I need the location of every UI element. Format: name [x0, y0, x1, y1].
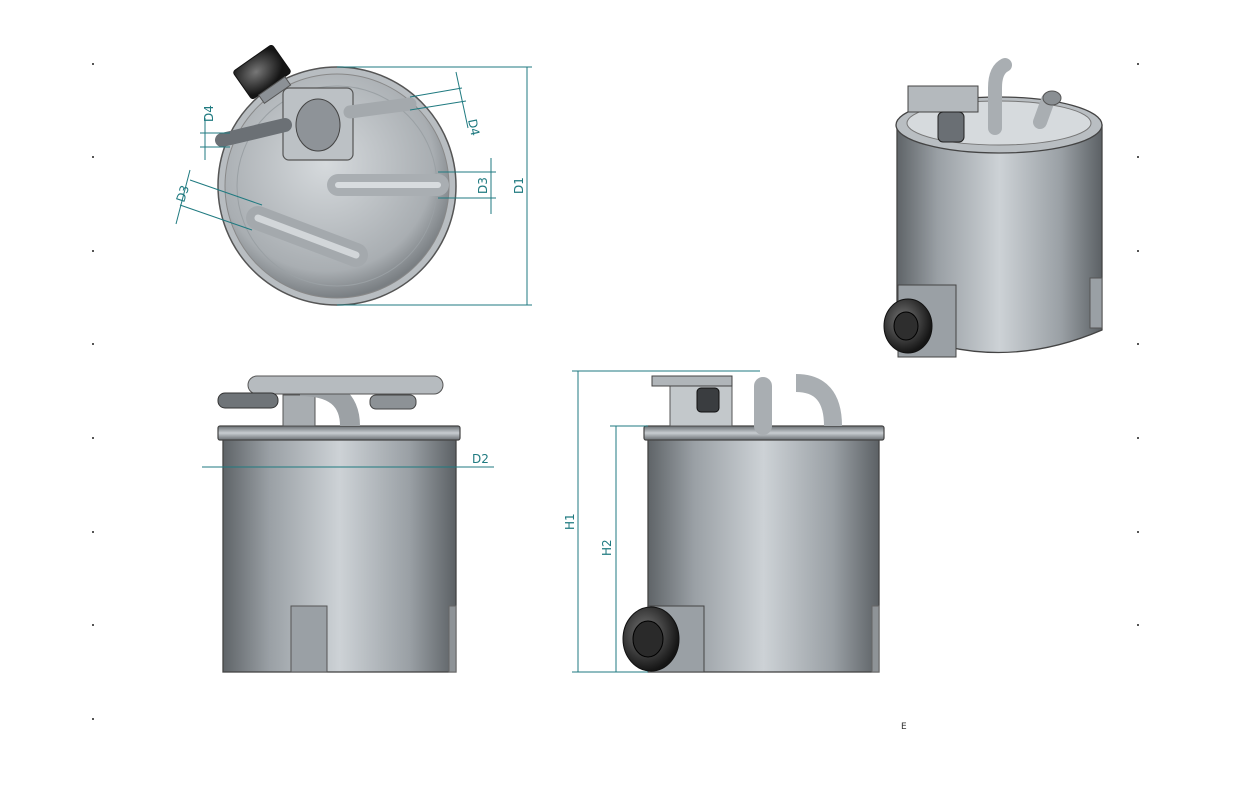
- svg-text:D1: D1: [512, 177, 526, 194]
- svg-text:H2: H2: [600, 539, 614, 556]
- side-view: H1 H2: [563, 370, 885, 673]
- dimension-d3-left: D3: [174, 169, 263, 231]
- svg-text:H1: H1: [563, 513, 577, 530]
- isometric-view: [883, 58, 1103, 358]
- svg-text:D4: D4: [465, 118, 482, 137]
- top-view: D1 D3 D3 D4 D4: [174, 44, 532, 306]
- dimension-h1: H1: [563, 370, 760, 673]
- front-view: D2: [202, 375, 494, 673]
- dimension-d3-right: D3: [438, 158, 496, 214]
- dimension-h2: H2: [600, 425, 648, 672]
- corner-mark: E: [901, 722, 907, 732]
- svg-text:D3: D3: [174, 184, 193, 204]
- dimension-d4-left: D4: [200, 105, 230, 160]
- top-view-pipe-left: [215, 118, 292, 147]
- top-view-pipe-right: [343, 97, 417, 119]
- dimension-d2: D2: [202, 452, 494, 468]
- dimension-d4-right: D4: [409, 71, 482, 137]
- svg-text:D3: D3: [476, 177, 490, 194]
- svg-text:D4: D4: [202, 105, 216, 122]
- svg-text:D2: D2: [472, 452, 489, 466]
- sheet-border-ticks: [92, 63, 1139, 720]
- dimension-d1: D1: [337, 66, 532, 306]
- top-view-cap: [233, 44, 292, 104]
